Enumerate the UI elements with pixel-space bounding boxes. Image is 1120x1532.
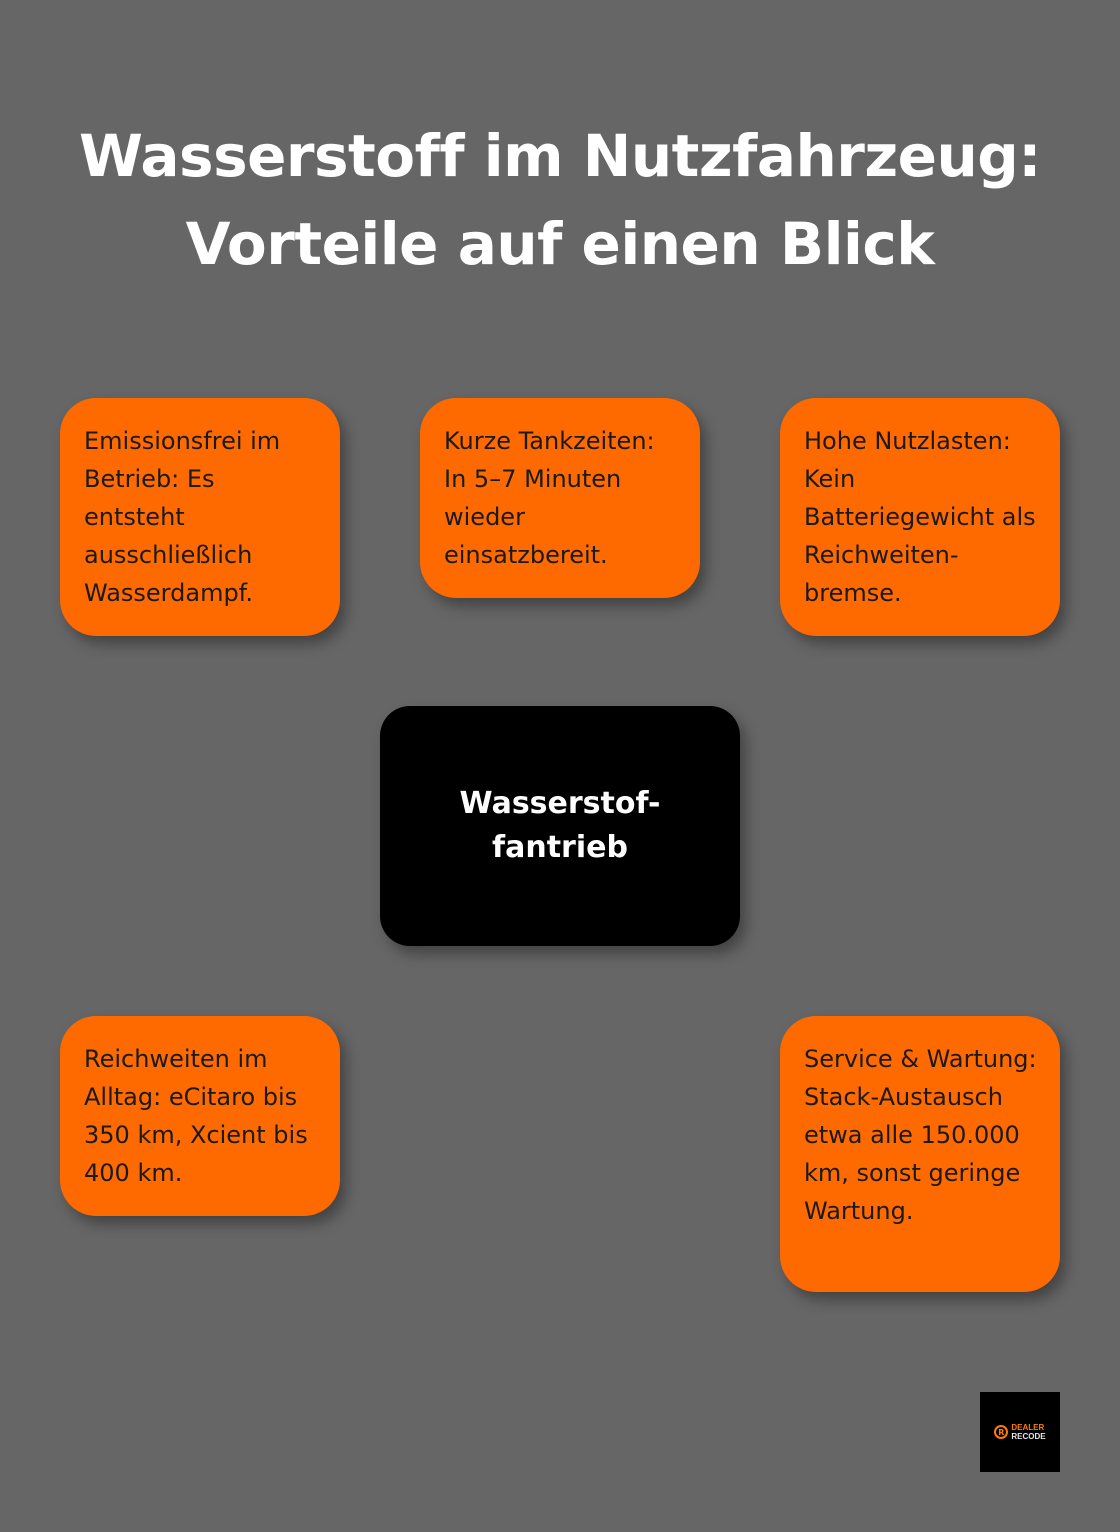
- center-line-2: fantrieb: [492, 830, 628, 865]
- card-tankzeiten: Kurze Tankzeiten: In 5–7 Minuten wieder …: [420, 398, 700, 598]
- center-line-1: Wasserstof-: [459, 786, 661, 821]
- logo-line-2: RECODE: [1011, 1432, 1046, 1441]
- logo-line-1: DEALER: [1011, 1423, 1045, 1432]
- title-line-1: Wasserstoff im Nutzfahrzeug:: [79, 122, 1041, 190]
- center-node: Wasserstof- fantrieb: [380, 706, 740, 946]
- card-reichweiten: Reichweiten im Alltag: eCitaro bis 350 k…: [60, 1016, 340, 1216]
- title-line-2: Vorteile auf einen Blick: [185, 210, 935, 278]
- card-service: Service & Wartung: Stack-Austausch etwa …: [780, 1016, 1060, 1292]
- card-emissionsfrei: Emissionsfrei im Betrieb: Es entsteht au…: [60, 398, 340, 636]
- page-title: Wasserstoff im Nutzfahrzeug: Vorteile au…: [0, 112, 1120, 288]
- dealer-recode-logo: R DEALER RECODE: [980, 1392, 1060, 1472]
- logo-r-icon: R: [994, 1425, 1009, 1439]
- card-nutzlasten: Hohe Nutzlasten: Kein Batteriegewicht al…: [780, 398, 1060, 636]
